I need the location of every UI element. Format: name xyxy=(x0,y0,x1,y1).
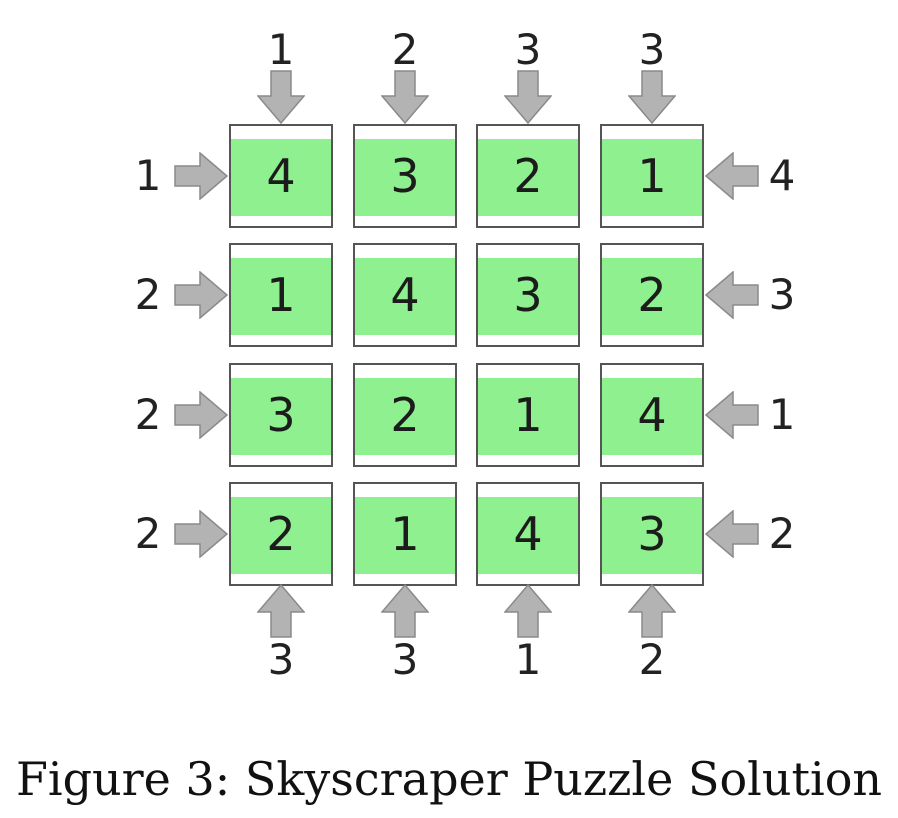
clue-top: 3 xyxy=(638,25,666,74)
arrow-right-icon xyxy=(174,271,228,319)
cell-value: 4 xyxy=(266,149,296,203)
cell-value: 2 xyxy=(390,388,420,442)
grid-cell: 2 xyxy=(353,363,457,467)
cell-value: 2 xyxy=(266,507,296,561)
cell-fill xyxy=(231,378,331,455)
cell-fill xyxy=(355,497,455,574)
cell-fill xyxy=(602,139,702,216)
clue-top: 2 xyxy=(391,25,419,74)
clue-left: 1 xyxy=(134,151,162,200)
cell-value: 2 xyxy=(637,268,667,322)
figure-caption: Figure 3: Skyscraper Puzzle Solution xyxy=(15,752,883,806)
clue-bottom: 2 xyxy=(638,635,666,684)
grid-cell: 4 xyxy=(353,243,457,347)
cell-fill xyxy=(355,258,455,335)
grid-cell: 1 xyxy=(600,124,704,228)
arrow-down-icon xyxy=(628,70,676,124)
grid-cell: 1 xyxy=(229,243,333,347)
cell-fill xyxy=(602,258,702,335)
cell-fill xyxy=(231,258,331,335)
cell-value: 4 xyxy=(390,268,420,322)
clue-left: 2 xyxy=(134,270,162,319)
cell-fill xyxy=(231,139,331,216)
arrow-left-icon xyxy=(705,152,759,200)
grid-cell: 2 xyxy=(600,243,704,347)
cell-value: 4 xyxy=(513,507,543,561)
skyscraper-board: 4 3 2 1 1 4 3 2 3 2 1 4 2 1 4 3 1 2 3 3 3 3 1 2 1 2 2 2 4 3 1 2 xyxy=(134,25,796,684)
arrow-right-icon xyxy=(174,152,228,200)
clue-bottom: 3 xyxy=(267,635,295,684)
arrow-left-icon xyxy=(705,391,759,439)
grid-cell: 3 xyxy=(600,482,704,586)
cell-value: 2 xyxy=(513,149,543,203)
arrow-up-icon xyxy=(628,584,676,638)
cell-value: 4 xyxy=(637,388,667,442)
grid-cell: 4 xyxy=(476,482,580,586)
arrow-up-icon xyxy=(257,584,305,638)
grid-cell: 3 xyxy=(353,124,457,228)
cell-value: 1 xyxy=(513,388,543,442)
clue-left: 2 xyxy=(134,390,162,439)
grid-cell: 1 xyxy=(353,482,457,586)
grid-cell: 2 xyxy=(476,124,580,228)
cell-value: 3 xyxy=(390,149,420,203)
cell-fill xyxy=(231,497,331,574)
cell-fill xyxy=(602,378,702,455)
clue-bottom: 3 xyxy=(391,635,419,684)
clue-top: 1 xyxy=(267,25,295,74)
arrow-left-icon xyxy=(705,510,759,558)
cell-fill xyxy=(602,497,702,574)
arrow-down-icon xyxy=(504,70,552,124)
grid-cell: 3 xyxy=(229,363,333,467)
cell-fill xyxy=(478,378,578,455)
arrow-down-icon xyxy=(257,70,305,124)
grid-cell: 4 xyxy=(229,124,333,228)
cell-fill xyxy=(355,378,455,455)
clue-right: 3 xyxy=(768,270,796,319)
clue-right: 2 xyxy=(768,509,796,558)
cell-fill xyxy=(478,258,578,335)
arrow-up-icon xyxy=(381,584,429,638)
arrow-up-icon xyxy=(504,584,552,638)
cell-value: 1 xyxy=(266,268,296,322)
grid-cell: 1 xyxy=(476,363,580,467)
cell-value: 1 xyxy=(637,149,667,203)
cell-value: 3 xyxy=(266,388,296,442)
clue-right: 4 xyxy=(768,151,796,200)
arrow-right-icon xyxy=(174,510,228,558)
cell-fill xyxy=(355,139,455,216)
arrow-down-icon xyxy=(381,70,429,124)
clue-right: 1 xyxy=(768,390,796,439)
cell-value: 1 xyxy=(390,507,420,561)
grid-cell: 4 xyxy=(600,363,704,467)
clue-bottom: 1 xyxy=(514,635,542,684)
cell-fill xyxy=(478,139,578,216)
arrow-right-icon xyxy=(174,391,228,439)
grid-cell: 2 xyxy=(229,482,333,586)
clue-left: 2 xyxy=(134,509,162,558)
clue-top: 3 xyxy=(514,25,542,74)
arrow-left-icon xyxy=(705,271,759,319)
cell-fill xyxy=(478,497,578,574)
cell-value: 3 xyxy=(637,507,667,561)
grid-cell: 3 xyxy=(476,243,580,347)
cell-value: 3 xyxy=(513,268,543,322)
